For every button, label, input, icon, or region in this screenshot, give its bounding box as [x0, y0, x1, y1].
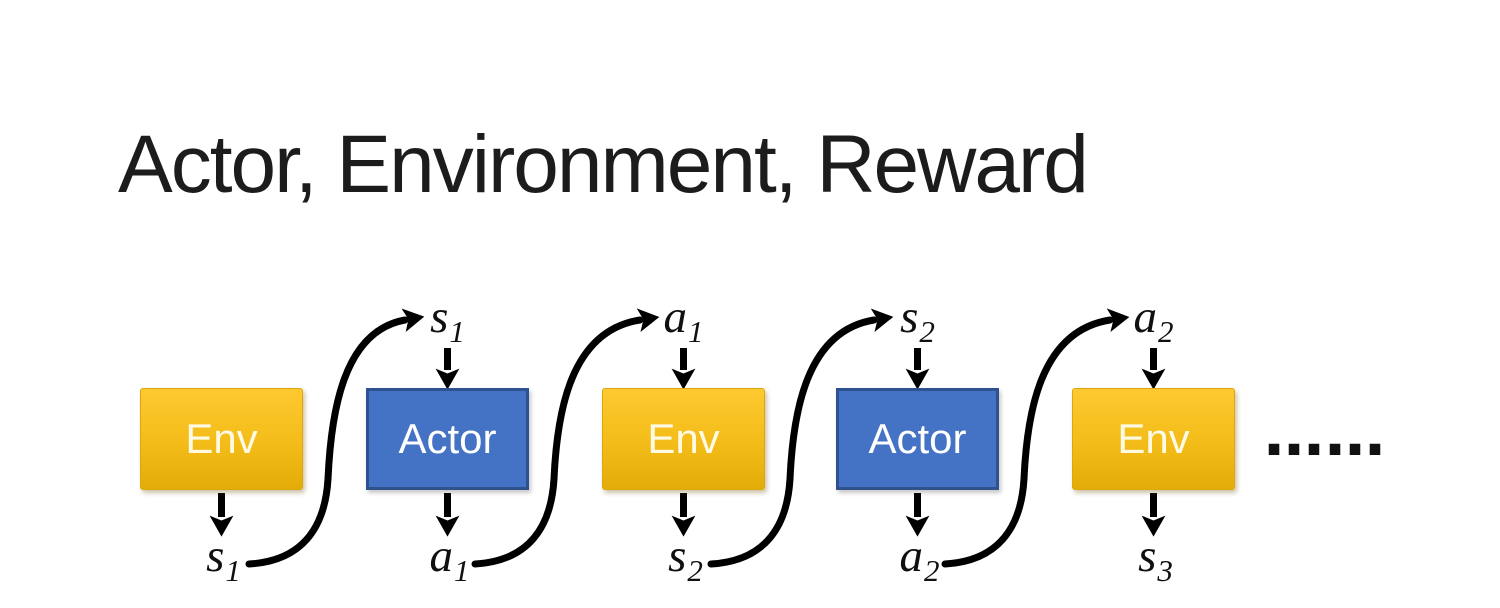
top-label-a2-main: a: [1133, 291, 1158, 343]
slide-title: Actor, Environment, Reward: [118, 119, 1089, 210]
top-label-s2-sub: 2: [919, 314, 935, 349]
env-box-1: Env: [140, 388, 303, 490]
connector-a2: [941, 308, 1130, 568]
top-label-a1: a1: [663, 291, 704, 348]
top-label-a1-main: a: [663, 291, 688, 343]
env-box-3: Env: [1072, 388, 1235, 490]
env-box-2-label: Env: [647, 415, 720, 462]
bottom-label-s2-sub: 2: [687, 553, 703, 588]
top-label-s1-main: s: [430, 291, 449, 343]
bottom-label-s2: s2: [668, 530, 703, 587]
bottom-label-a1: a1: [429, 530, 470, 587]
bottom-label-s1-main: s: [206, 530, 225, 582]
bottom-label-s3: s3: [1138, 530, 1173, 587]
bottom-label-a2-sub: 2: [924, 553, 940, 588]
bottom-label-a1-main: a: [429, 530, 454, 582]
bottom-label-s2-main: s: [668, 530, 687, 582]
env-box-2: Env: [602, 388, 765, 490]
top-label-s2-main: s: [900, 291, 919, 343]
bottom-label-a1-sub: 1: [454, 553, 470, 588]
bottom-label-s1-sub: 1: [225, 553, 241, 588]
actor-box-1: Actor: [366, 388, 529, 490]
connector-s1: [245, 308, 425, 568]
env-box-1-label: Env: [185, 415, 258, 462]
actor-box-1-label: Actor: [398, 415, 497, 462]
bottom-label-s1: s1: [206, 530, 241, 587]
continuation-ellipsis: ……: [1264, 400, 1386, 470]
top-label-s1-sub: 1: [449, 314, 465, 349]
top-label-s2: s2: [900, 291, 935, 348]
top-label-a2: a2: [1133, 291, 1174, 348]
top-label-a2-sub: 2: [1158, 314, 1174, 349]
top-label-s1: s1: [430, 291, 465, 348]
actor-box-2-label: Actor: [868, 415, 967, 462]
connector-s2: [707, 308, 894, 568]
bottom-label-a2-main: a: [899, 530, 924, 582]
top-label-a1-sub: 1: [688, 314, 704, 349]
bottom-label-s3-sub: 3: [1157, 553, 1173, 588]
bottom-label-s3-main: s: [1138, 530, 1157, 582]
connector-a1: [471, 308, 660, 568]
bottom-label-a2: a2: [899, 530, 940, 587]
actor-box-2: Actor: [836, 388, 999, 490]
env-box-3-label: Env: [1117, 415, 1190, 462]
